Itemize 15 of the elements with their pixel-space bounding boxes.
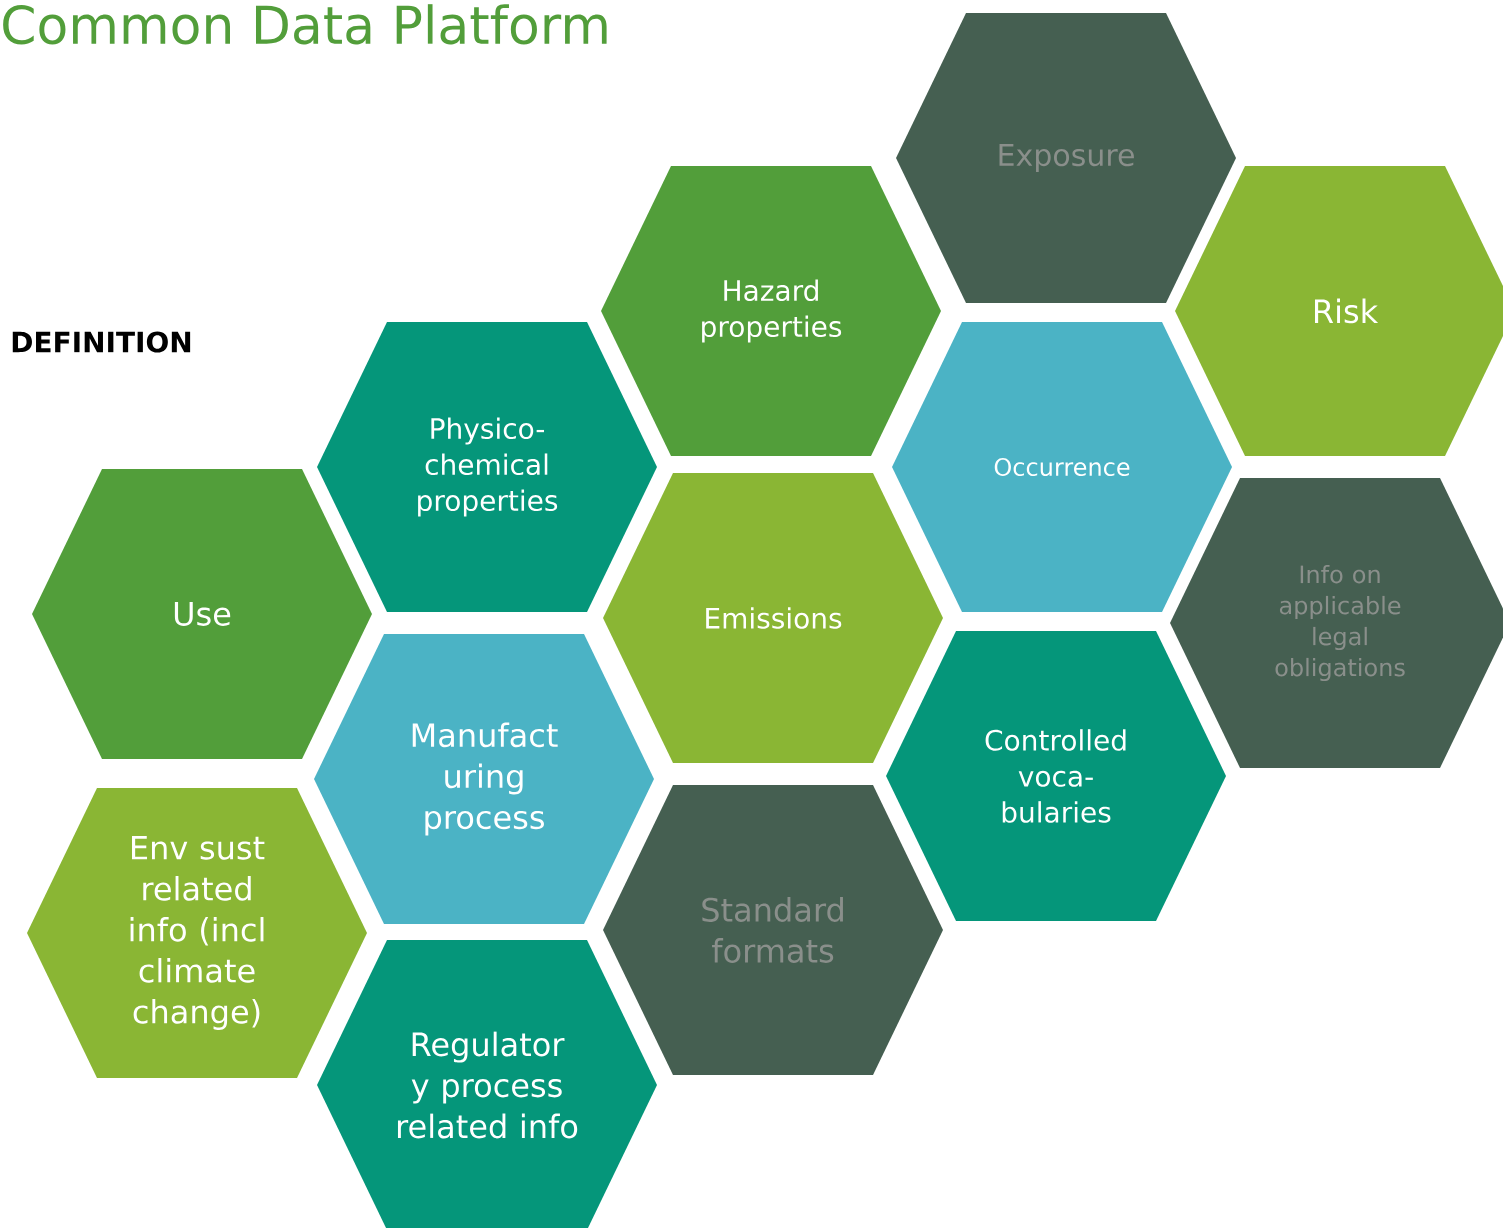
hexagon: Risk	[1175, 166, 1503, 456]
hexagon: Controlled voca- bularies	[886, 631, 1226, 921]
hexagon: Env sust related info (incl climate change)	[27, 788, 367, 1078]
hexagon: Hazard properties	[601, 166, 941, 456]
title: Common Data Platform	[3, 4, 607, 45]
hexagon: Physico- chemical properties	[317, 322, 657, 612]
heading: DEFINITION	[12, 331, 191, 353]
hexagon: Standard formats	[603, 785, 943, 1075]
hexagon: Occurrence	[892, 322, 1232, 612]
hexagon: Manufact uring process	[314, 634, 654, 924]
hexagon: Use	[32, 469, 372, 759]
hexagon: Info on applicable legal obligations	[1170, 478, 1503, 768]
hexagon: Exposure	[896, 13, 1236, 303]
hexagon: Emissions	[603, 473, 943, 763]
hexagon: Regulator y process related info	[317, 940, 657, 1228]
